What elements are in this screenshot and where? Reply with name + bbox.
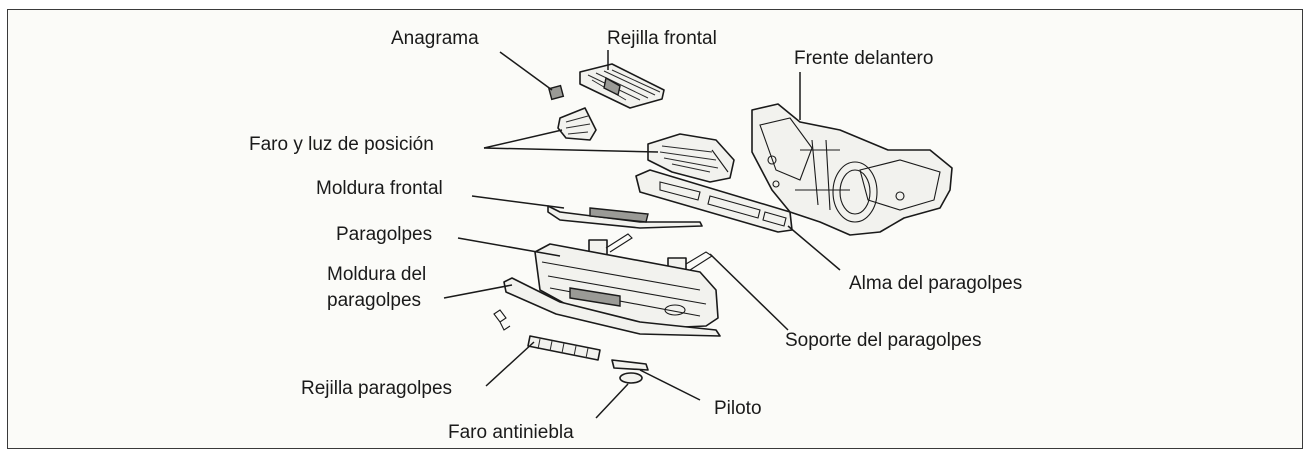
label-moldura-frontal: Moldura frontal bbox=[316, 178, 443, 199]
label-moldura-paragolpes-line2: paragolpes bbox=[327, 290, 421, 311]
label-soporte-paragolpes: Soporte del paragolpes bbox=[785, 330, 981, 351]
label-faro-luz-posicion: Faro y luz de posición bbox=[249, 134, 434, 155]
anagrama-part bbox=[548, 84, 565, 101]
label-frente-delantero: Frente delantero bbox=[794, 48, 933, 69]
label-rejilla-paragolpes: Rejilla paragolpes bbox=[301, 378, 452, 399]
label-anagrama: Anagrama bbox=[391, 28, 479, 49]
luz-posicion-part bbox=[557, 107, 597, 141]
moldura-frontal-part bbox=[547, 205, 703, 229]
piloto-part bbox=[611, 359, 649, 371]
faro-part bbox=[647, 133, 735, 183]
moldura-paragolpes-part bbox=[503, 277, 721, 337]
rejilla-paragolpes-part bbox=[527, 335, 601, 361]
frente-delantero-part bbox=[751, 103, 953, 236]
faro-antiniebla-part bbox=[619, 372, 643, 384]
clip-part bbox=[493, 309, 511, 331]
rejilla-frontal-part bbox=[579, 63, 665, 109]
diagram-frame bbox=[7, 9, 1303, 449]
label-paragolpes: Paragolpes bbox=[336, 224, 432, 245]
label-alma-paragolpes: Alma del paragolpes bbox=[849, 273, 1022, 294]
label-rejilla-frontal: Rejilla frontal bbox=[607, 28, 717, 49]
leader-lines bbox=[443, 50, 841, 419]
label-moldura-paragolpes-line1: Moldura del bbox=[327, 264, 426, 285]
label-faro-antiniebla: Faro antiniebla bbox=[448, 422, 574, 443]
label-piloto: Piloto bbox=[714, 398, 762, 419]
